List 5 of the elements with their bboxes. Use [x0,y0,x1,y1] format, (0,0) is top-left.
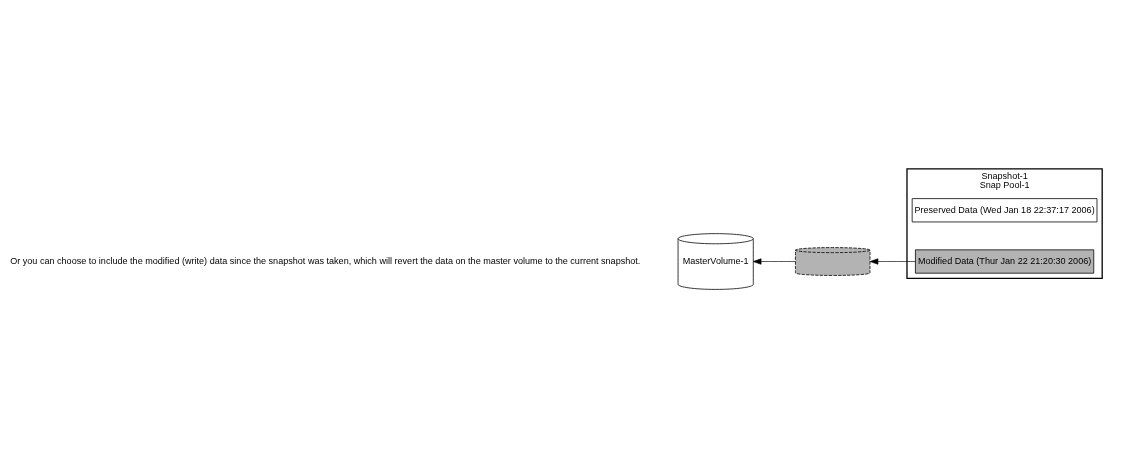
arrow [753,257,796,265]
node-box: Modified Data (Thur Jan 22 21:20:30 2006) [915,248,1095,274]
label: Or you can choose to include the modified (write) data since the snapshot was taken, which will revert the data on the master volume to the current snapshot. [10,255,641,266]
arrow [869,257,916,265]
node-box: Preserved Data (Wed Jan 18 22:37:17 2006) [911,197,1098,222]
